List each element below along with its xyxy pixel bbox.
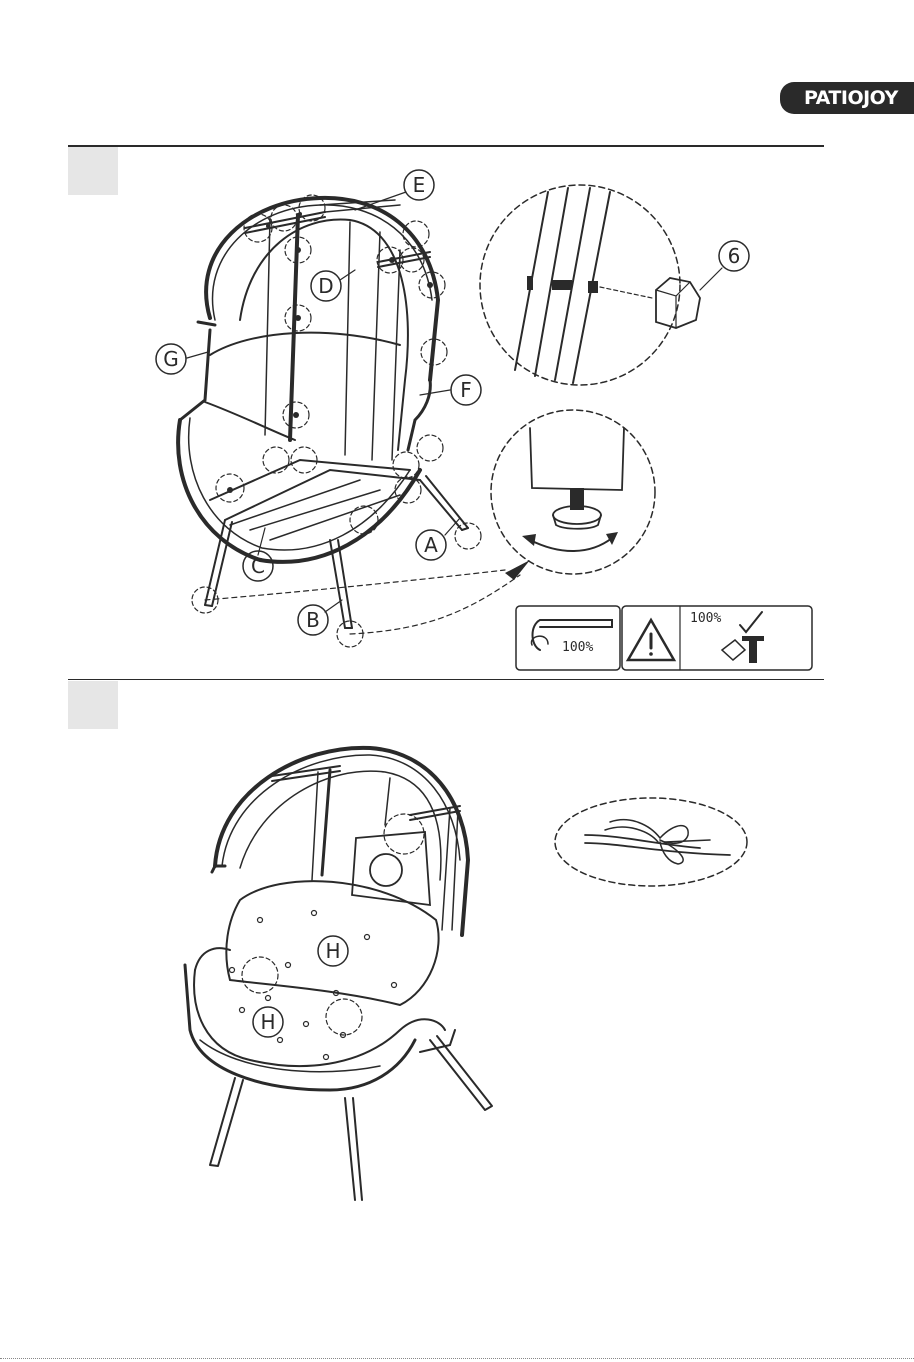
detail-leveling-foot (491, 410, 655, 574)
warning-percent-label: 100% (690, 611, 721, 626)
callout-d-label: D (318, 274, 333, 298)
callout-f-label: F (460, 378, 472, 402)
callout-c-label: C (251, 554, 265, 578)
callout-6-label: 6 (728, 244, 741, 268)
callout-b-label: B (306, 608, 320, 632)
page-bottom-edge (0, 1358, 914, 1359)
tool-percent-label: 100% (562, 640, 593, 655)
detail-bolt-cap (480, 185, 749, 385)
callout-a-label: A (424, 533, 438, 557)
callout-h-top-label: H (325, 939, 340, 963)
detail-tie-knot (555, 798, 747, 886)
callout-h-bottom-label: H (260, 1010, 275, 1034)
tool-icon-box (516, 606, 620, 670)
step2-chair-with-cushion (185, 748, 492, 1200)
step1-chair-frame (178, 195, 481, 647)
callout-g-label: G (163, 347, 179, 371)
callout-e-label: E (413, 173, 426, 197)
